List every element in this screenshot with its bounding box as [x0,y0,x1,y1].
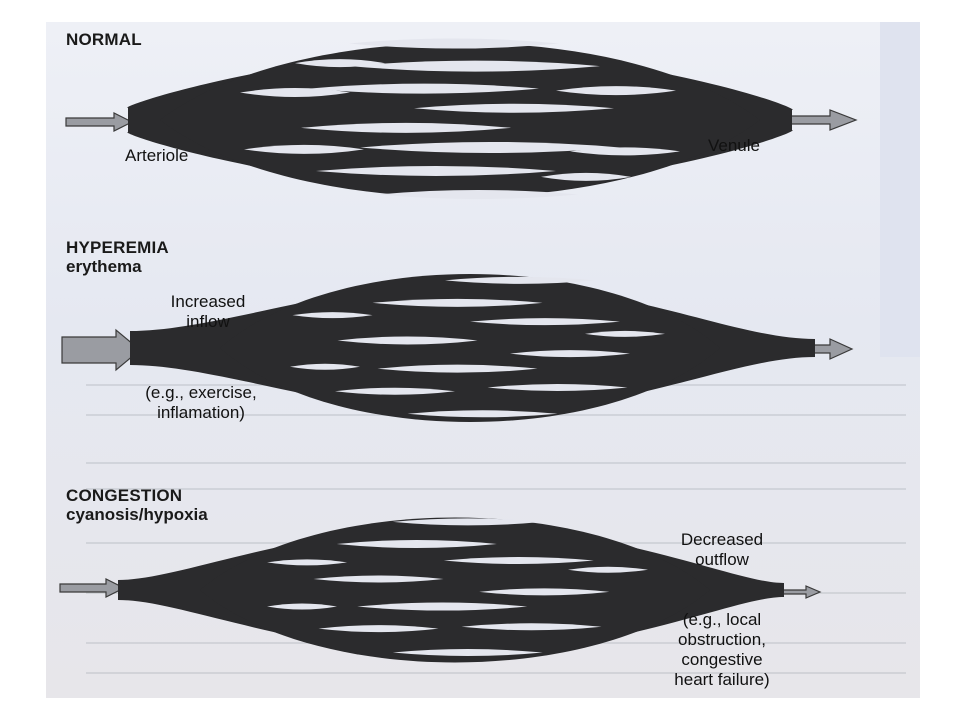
capillary-gap [568,566,648,573]
capillary-gap [445,276,595,284]
capillary-gap [570,147,680,156]
capillary-gap [541,172,631,181]
capillary-gap [414,103,614,113]
capillary-gap [350,60,600,72]
section-congestion-vessels [59,517,822,663]
scan-text-line [86,488,906,490]
congestion-example-line-2: obstruction, [678,630,766,649]
congestion-heading: CONGESTION [66,486,183,505]
capillary-gap [295,59,385,68]
capillary-gap [316,165,556,176]
capillary-gap [487,383,628,391]
capillary-gap [240,88,350,98]
capillary-gap [337,336,478,345]
capillary-gap [267,559,348,566]
inflow-arrow [59,578,126,598]
capillary-gap [313,575,444,583]
scan-text-line [86,672,906,674]
capillary-gap [357,602,528,611]
normal-heading: NORMAL [66,30,142,49]
scan-right-margin [880,22,920,357]
capillary-gap [244,144,364,154]
capillary-gap [585,330,665,337]
capillary-gap [510,350,630,358]
capillary-gap [470,318,620,326]
capillary-mass [160,42,760,198]
hyperemia-subheading: erythema [66,257,142,276]
outflow-arrow [809,338,854,360]
congestion-example-line-4: heart failure) [674,670,770,689]
capillary-gap [335,387,455,395]
hyperemia-heading: HYPEREMIA [66,238,169,257]
capillary-gap [443,557,594,565]
congestion-example-line-1: (e.g., local [682,610,762,629]
capillary-gap [318,625,439,633]
capillary-gap [378,189,578,199]
capillary-gap [479,588,610,596]
hyperemia-example-line-1: (e.g., exercise, [145,383,257,402]
inflow-label: inflow [186,312,230,331]
capillary-gap [267,603,337,610]
outflow-arrow [779,585,822,599]
hyperemia-example-line-2: inflamation) [157,403,245,422]
congestion-subheading: cyanosis/hypoxia [66,505,208,524]
congestion-example-line-3: congestive [681,650,763,669]
capillary-gap [290,363,360,370]
scan-text-line [86,462,906,464]
section-normal-vessels [65,38,858,199]
increased-label: Increased [170,292,246,311]
capillary-gap [372,298,543,307]
capillary-gap [407,410,558,418]
capillary-gap [392,518,543,526]
capillary-gap [336,540,497,548]
outflow-label: outflow [695,550,749,569]
arteriole-label: Arteriole [125,146,189,165]
capillary-gap [377,364,538,373]
capillary-gap [360,141,620,153]
capillary-gap [461,623,602,631]
inflow-arrow [61,328,141,372]
decreased-label: Decreased [680,530,764,549]
capillary-gap [349,38,559,49]
capillary-gap [392,649,543,657]
section-hyperemia-vessels [61,273,854,423]
capillary-gap [292,312,373,319]
venule-label: Venule [708,136,760,155]
inflow-arrow [65,112,134,132]
capillary-gap [301,122,511,133]
capillary-gap [309,83,539,94]
outflow-arrow [789,109,858,131]
capillary-mass [200,517,710,663]
capillary-gap [556,86,676,96]
